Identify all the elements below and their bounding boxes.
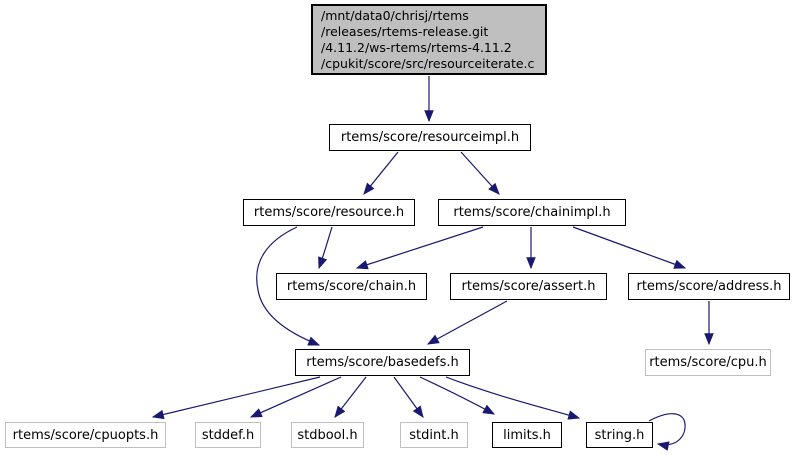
node-label: rtems/score/resource.h bbox=[253, 205, 405, 220]
node-cpuopts: rtems/score/cpuopts.h bbox=[5, 422, 166, 448]
edge-resourceimpl-chainimpl bbox=[460, 151, 500, 195]
edge-assert-basedefs bbox=[426, 300, 508, 345]
node-label: rtems/score/cpuopts.h bbox=[12, 427, 159, 443]
node-resourceimpl[interactable]: rtems/score/resourceimpl.h bbox=[329, 124, 531, 151]
node-assert[interactable]: rtems/score/assert.h bbox=[450, 273, 607, 300]
node-label: rtems/score/chain.h bbox=[286, 279, 417, 294]
node-label: stdint.h bbox=[409, 427, 459, 443]
node-root-line: /cpukit/score/src/resourceiterate.c bbox=[321, 55, 535, 71]
node-root: /mnt/data0/chrisj/rtems/releases/rtems-r… bbox=[311, 4, 547, 75]
edge-basedefs-limits bbox=[419, 376, 496, 415]
edge-basedefs-stdint bbox=[393, 376, 424, 418]
edge-string-string bbox=[648, 413, 686, 451]
node-root-line: /mnt/data0/chrisj/rtems bbox=[321, 7, 469, 23]
edge-resourceimpl-resource bbox=[363, 151, 399, 195]
node-chain[interactable]: rtems/score/chain.h bbox=[276, 273, 427, 300]
node-label: stdbool.h bbox=[297, 427, 358, 443]
node-root-line: /4.11.2/ws-rtems/rtems-4.11.2 bbox=[321, 39, 512, 55]
node-label: rtems/score/assert.h bbox=[461, 279, 596, 294]
node-label: rtems/score/basedefs.h bbox=[306, 355, 459, 370]
node-string[interactable]: string.h bbox=[586, 422, 653, 448]
node-stddef: stddef.h bbox=[195, 422, 261, 448]
node-label: rtems/score/cpu.h bbox=[649, 355, 767, 370]
node-stdbool: stdbool.h bbox=[291, 422, 364, 448]
node-limits[interactable]: limits.h bbox=[492, 422, 562, 448]
edge-basedefs-stdbool bbox=[334, 376, 367, 418]
edge-chainimpl-address bbox=[572, 226, 687, 269]
node-stdint: stdint.h bbox=[400, 422, 468, 448]
node-label: rtems/score/chainimpl.h bbox=[453, 205, 611, 220]
node-address[interactable]: rtems/score/address.h bbox=[628, 273, 790, 300]
edge-basedefs-cpuopts bbox=[151, 376, 321, 420]
edge-resource-basedefs bbox=[256, 226, 321, 346]
edge-basedefs-stddef bbox=[249, 376, 342, 418]
node-label: rtems/score/resourceimpl.h bbox=[340, 130, 520, 145]
node-label: stddef.h bbox=[201, 427, 255, 443]
edge-basedefs-string bbox=[445, 376, 581, 420]
node-label: rtems/score/address.h bbox=[636, 279, 782, 294]
edge-chainimpl-chain bbox=[355, 226, 484, 270]
node-basedefs[interactable]: rtems/score/basedefs.h bbox=[295, 349, 470, 376]
node-cpu: rtems/score/cpu.h bbox=[645, 349, 771, 376]
edge-resource-chain bbox=[318, 226, 333, 270]
node-label: string.h bbox=[594, 427, 645, 443]
node-resource[interactable]: rtems/score/resource.h bbox=[243, 199, 415, 226]
node-chainimpl[interactable]: rtems/score/chainimpl.h bbox=[438, 199, 626, 226]
node-label: limits.h bbox=[503, 427, 551, 443]
node-root-line: /releases/rtems-release.git bbox=[321, 23, 489, 39]
